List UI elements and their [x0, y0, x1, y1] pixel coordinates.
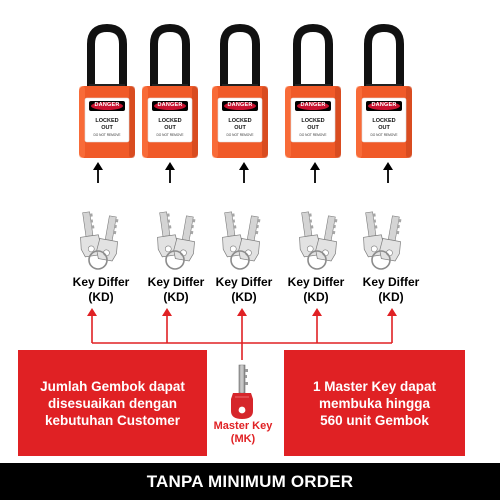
padlock-out-label: OUT: [234, 125, 246, 131]
arrow-up-icon: [91, 162, 105, 184]
padlock-danger-label: DANGER: [371, 102, 397, 108]
arrow-up-icon: [308, 162, 322, 184]
padlock-locked-label: LOCKED: [372, 118, 396, 124]
master-key-icon: [231, 364, 253, 419]
padlock-danger-label: DANGER: [94, 102, 120, 108]
key-differ-text: Key Differ: [72, 275, 130, 289]
key-differ-text: Key Differ: [287, 275, 345, 289]
left-info-text: Jumlah Gembok dapat disesuaikan dengan k…: [40, 378, 185, 428]
connector-arrowhead-5: [387, 308, 397, 316]
master-key-connector: [87, 308, 397, 360]
arrow-up-icon: [237, 162, 251, 184]
padlock-out-label: OUT: [164, 125, 176, 131]
banner-text: TANPA MINIMUM ORDER: [146, 471, 354, 491]
arrow-up-icon: [163, 162, 177, 184]
key-pair-icon: [70, 200, 134, 274]
padlock-locked-label: LOCKED: [158, 118, 182, 124]
key-differ-code: (KD): [231, 290, 257, 304]
key-differ-label: Key Differ(KD): [199, 275, 289, 305]
left-info-box: Jumlah Gembok dapat disesuaikan dengan k…: [18, 350, 207, 456]
padlock-do-not-remove-label: DO NOT REMOVE: [299, 133, 327, 137]
key-differ-code: (KD): [88, 290, 114, 304]
padlock-do-not-remove-label: DO NOT REMOVE: [156, 133, 184, 137]
padlock-do-not-remove-label: DO NOT REMOVE: [226, 133, 254, 137]
master-key-label: Master Key (MK): [213, 420, 273, 445]
connector-arrowhead-2: [162, 308, 172, 316]
key-pair-icon: [147, 200, 211, 274]
key-differ-label: Key Differ(KD): [346, 275, 436, 305]
key-differ-label: Key Differ(KD): [131, 275, 221, 305]
padlock-out-label: OUT: [307, 125, 319, 131]
key-differ-code: (KD): [303, 290, 329, 304]
key-differ-label: Key Differ(KD): [56, 275, 146, 305]
padlock-locked-label: LOCKED: [95, 118, 119, 124]
key-differ-label: Key Differ(KD): [271, 275, 361, 305]
padlock-out-label: OUT: [101, 125, 113, 131]
padlock-out-label: OUT: [378, 125, 390, 131]
padlock-do-not-remove-label: DO NOT REMOVE: [93, 133, 121, 137]
padlock-danger-label: DANGER: [157, 102, 183, 108]
padlock-locked-label: LOCKED: [301, 118, 325, 124]
key-pair-icon: [289, 200, 353, 274]
key-differ-text: Key Differ: [215, 275, 273, 289]
right-info-box: 1 Master Key dapat membuka hingga 560 un…: [284, 350, 465, 456]
padlock-locked-label: LOCKED: [228, 118, 252, 124]
key-differ-text: Key Differ: [362, 275, 420, 289]
connector-arrowhead-3: [237, 308, 247, 316]
connector-arrowhead-1: [87, 308, 97, 316]
key-differ-code: (KD): [163, 290, 189, 304]
key-differ-text: Key Differ: [147, 275, 205, 289]
padlock-danger-label: DANGER: [300, 102, 326, 108]
key-differ-code: (KD): [378, 290, 404, 304]
key-pair-icon: [353, 200, 417, 274]
arrow-up-icon: [381, 162, 395, 184]
connector-arrowhead-4: [312, 308, 322, 316]
right-info-text: 1 Master Key dapat membuka hingga 560 un…: [312, 378, 437, 428]
padlock-do-not-remove-label: DO NOT REMOVE: [370, 133, 398, 137]
padlock-danger-label: DANGER: [227, 102, 253, 108]
bottom-banner: TANPA MINIMUM ORDER: [0, 463, 500, 500]
key-pair-icon: [212, 200, 276, 274]
